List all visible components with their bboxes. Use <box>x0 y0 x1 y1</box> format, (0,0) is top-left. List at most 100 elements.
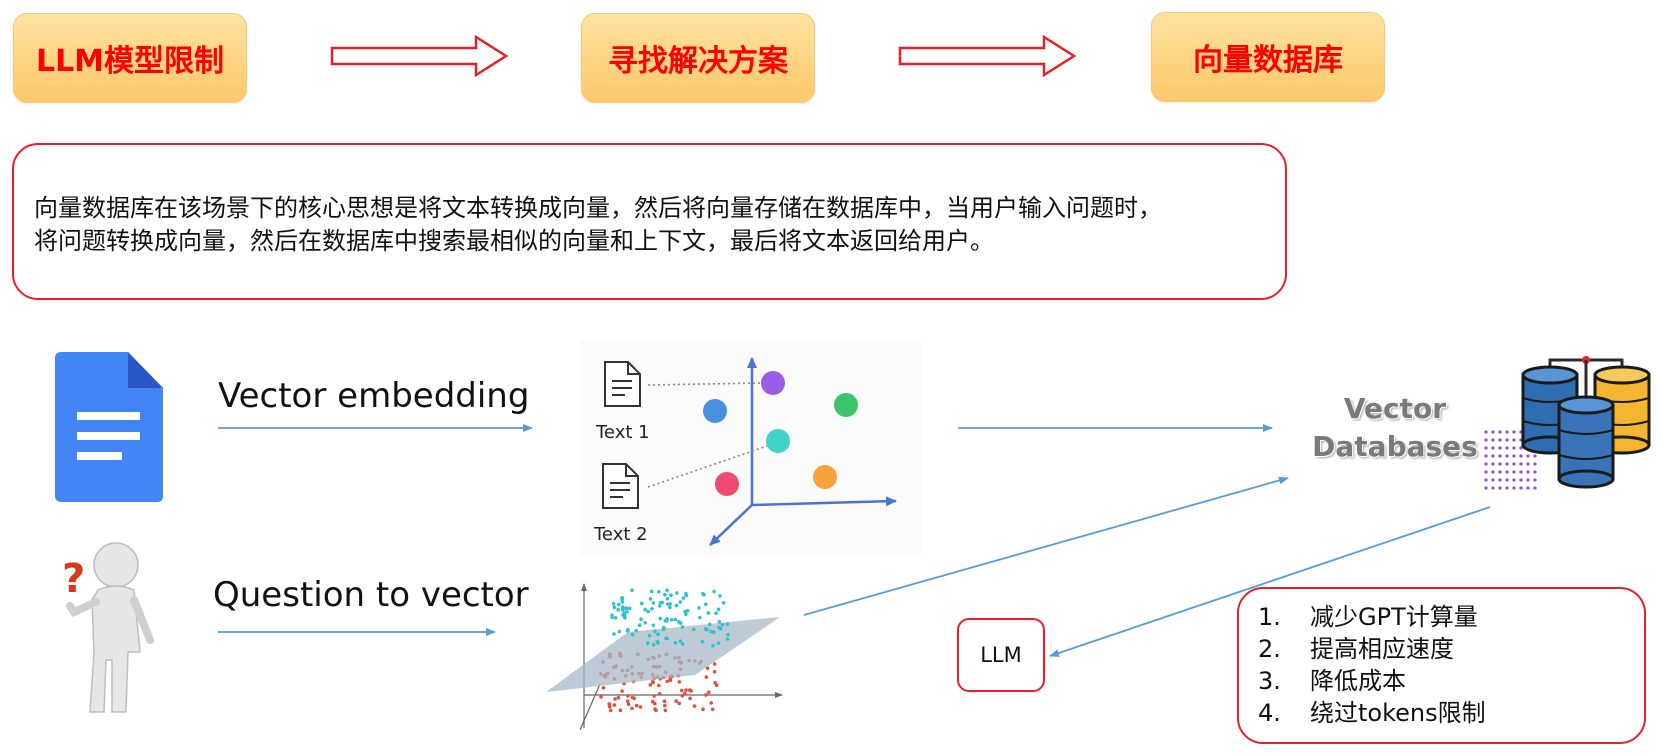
description-line-1: 向量数据库在该场景下的核心思想是将文本转换成向量，然后将向量存储在数据库中，当用… <box>34 194 1162 222</box>
scatter-dot <box>710 707 715 712</box>
scatter-dot <box>673 641 678 645</box>
scatter-dot <box>705 666 710 671</box>
scatter-dot <box>660 600 665 605</box>
decor-dot <box>1519 454 1523 458</box>
embedding-space-illustration: Text 1 Text 2 <box>580 340 922 555</box>
scatter-dot <box>657 590 661 594</box>
scatter-dot <box>651 642 656 647</box>
decor-dot <box>1505 438 1509 442</box>
benefit-item: 2.提高相应速度 <box>1258 635 1454 663</box>
decor-dot <box>1505 454 1509 458</box>
scatter-dot <box>637 623 642 627</box>
scatter-dot <box>674 699 678 703</box>
scatter-dot <box>620 605 625 609</box>
embedding-dot <box>703 399 727 423</box>
vector-databases-line-1: Vector <box>1343 392 1447 425</box>
scatter-dot <box>653 629 657 634</box>
decor-dot <box>1498 430 1502 434</box>
decor-dot <box>1498 454 1502 458</box>
description-line-2: 将问题转换成向量，然后在数据库中搜索最相似的向量和上下文，最后将文本返回给用户。 <box>34 227 994 255</box>
scatter-dot <box>657 683 661 688</box>
decor-dot <box>1484 478 1488 482</box>
scatter-dot <box>673 617 678 622</box>
decor-dot <box>1526 454 1530 458</box>
llm-box: LLM <box>957 618 1045 692</box>
scatter-dot <box>678 639 683 643</box>
scatter-dot <box>716 607 721 612</box>
scatter-dot <box>709 629 713 634</box>
scatter-dot <box>675 591 679 595</box>
embedding-dot <box>715 472 739 496</box>
scatter-dot <box>698 615 702 620</box>
scatter-dot <box>665 679 669 684</box>
vector-databases-line-2: Databases <box>1312 430 1478 463</box>
scatter-dot <box>713 681 717 685</box>
scatter-dot <box>704 693 708 697</box>
scatter-dot <box>680 642 685 646</box>
scatter-dot <box>643 607 647 612</box>
decor-dot <box>1484 438 1488 442</box>
decor-dot <box>1533 454 1537 458</box>
scatter-dot <box>663 703 667 708</box>
scatter-dot <box>677 701 681 706</box>
decor-dot <box>1512 454 1516 458</box>
scatter-dot <box>663 708 668 713</box>
scatter-dot <box>661 627 666 631</box>
scatter-dot <box>707 622 712 627</box>
scatter-dot <box>620 600 625 604</box>
benefit-item: 4.绕过tokens限制 <box>1258 699 1486 727</box>
scatter-dot <box>630 588 634 592</box>
scatter-dot <box>684 612 688 616</box>
scatter-dot <box>650 607 654 611</box>
scatter-dot <box>712 670 717 674</box>
scatter-dot <box>654 708 658 713</box>
scatter-dot <box>700 640 705 644</box>
decor-dot <box>1505 462 1509 466</box>
question-to-vector-label: Question to vector <box>213 575 529 615</box>
scatter-dot <box>662 699 667 703</box>
embedding-dot <box>761 371 785 395</box>
decor-dot <box>1512 478 1516 482</box>
decor-dot <box>1491 430 1495 434</box>
benefit-item: 3.降低成本 <box>1258 667 1406 695</box>
scatter-plane-icon <box>546 583 783 731</box>
scatter-dot <box>663 619 667 623</box>
scatter-dot <box>634 703 639 708</box>
step-arrow-2 <box>898 35 1077 77</box>
scatter-dot <box>680 625 685 629</box>
scatter-dot <box>627 606 632 611</box>
scatter-dot <box>625 610 629 614</box>
scatter-dot <box>638 705 643 709</box>
scatter-dot <box>704 602 708 607</box>
scatter-dot <box>718 626 723 631</box>
decor-dot <box>1491 478 1495 482</box>
scatter-dot <box>714 611 718 615</box>
x-axis <box>751 496 897 507</box>
scatter-dot <box>650 680 655 684</box>
embedding-dot <box>766 429 790 453</box>
svg-text:?: ? <box>62 556 85 602</box>
text2-label: Text 2 <box>593 524 648 545</box>
decor-dot <box>1512 438 1516 442</box>
scatter-dot <box>626 702 631 707</box>
scatter-dot <box>663 593 667 597</box>
scatter-dot <box>711 643 715 648</box>
decor-dot <box>1505 446 1509 450</box>
benefits-list: 1.减少GPT计算量 2.提高相应速度 3.降低成本 4.绕过tokens限制 <box>1258 601 1486 729</box>
scatter-dot <box>625 699 630 703</box>
scatter-dot <box>630 695 635 700</box>
scatter-dot <box>648 597 653 601</box>
decor-dot <box>1526 470 1530 474</box>
scatter-dot <box>612 605 617 610</box>
scatter-dot <box>702 592 706 597</box>
description-box <box>12 143 1287 300</box>
scatter-dot <box>646 609 650 614</box>
decor-dot <box>1505 486 1509 490</box>
scatter-dot <box>647 633 652 638</box>
scatter-dot <box>725 622 730 626</box>
decor-dot <box>1519 470 1523 474</box>
scatter-dot <box>669 593 673 597</box>
scatter-dot <box>653 701 657 706</box>
decor-dot <box>1512 470 1516 474</box>
